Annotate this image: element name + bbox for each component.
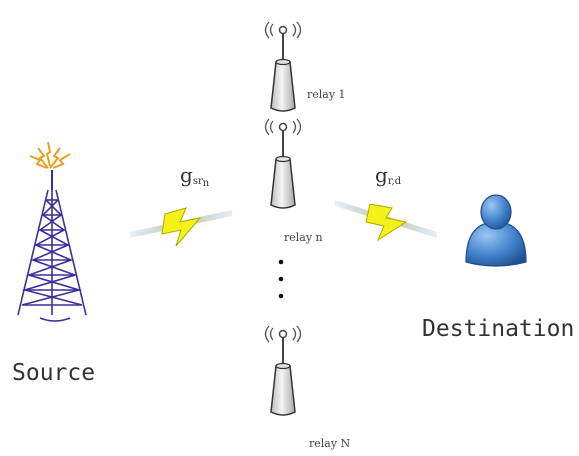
source-relay-link [130,207,232,247]
ellipsis-dots [278,259,284,299]
relay-icon [264,21,302,112]
relay-label: relay n [284,231,323,244]
relay-label: relay 1 [307,88,346,101]
relay-destination-link [335,200,437,242]
source-relay-gain-label: gsrn [180,163,210,189]
relay-icon [264,325,302,416]
transmission-tower-icon [17,141,87,322]
relay-icon [264,118,302,209]
relay-label: relay N [309,437,351,450]
source-label: Source [12,360,96,386]
relay-destination-gain-label: gr,d [375,163,402,187]
user-icon [465,194,527,267]
destination-label: Destination [422,316,575,342]
